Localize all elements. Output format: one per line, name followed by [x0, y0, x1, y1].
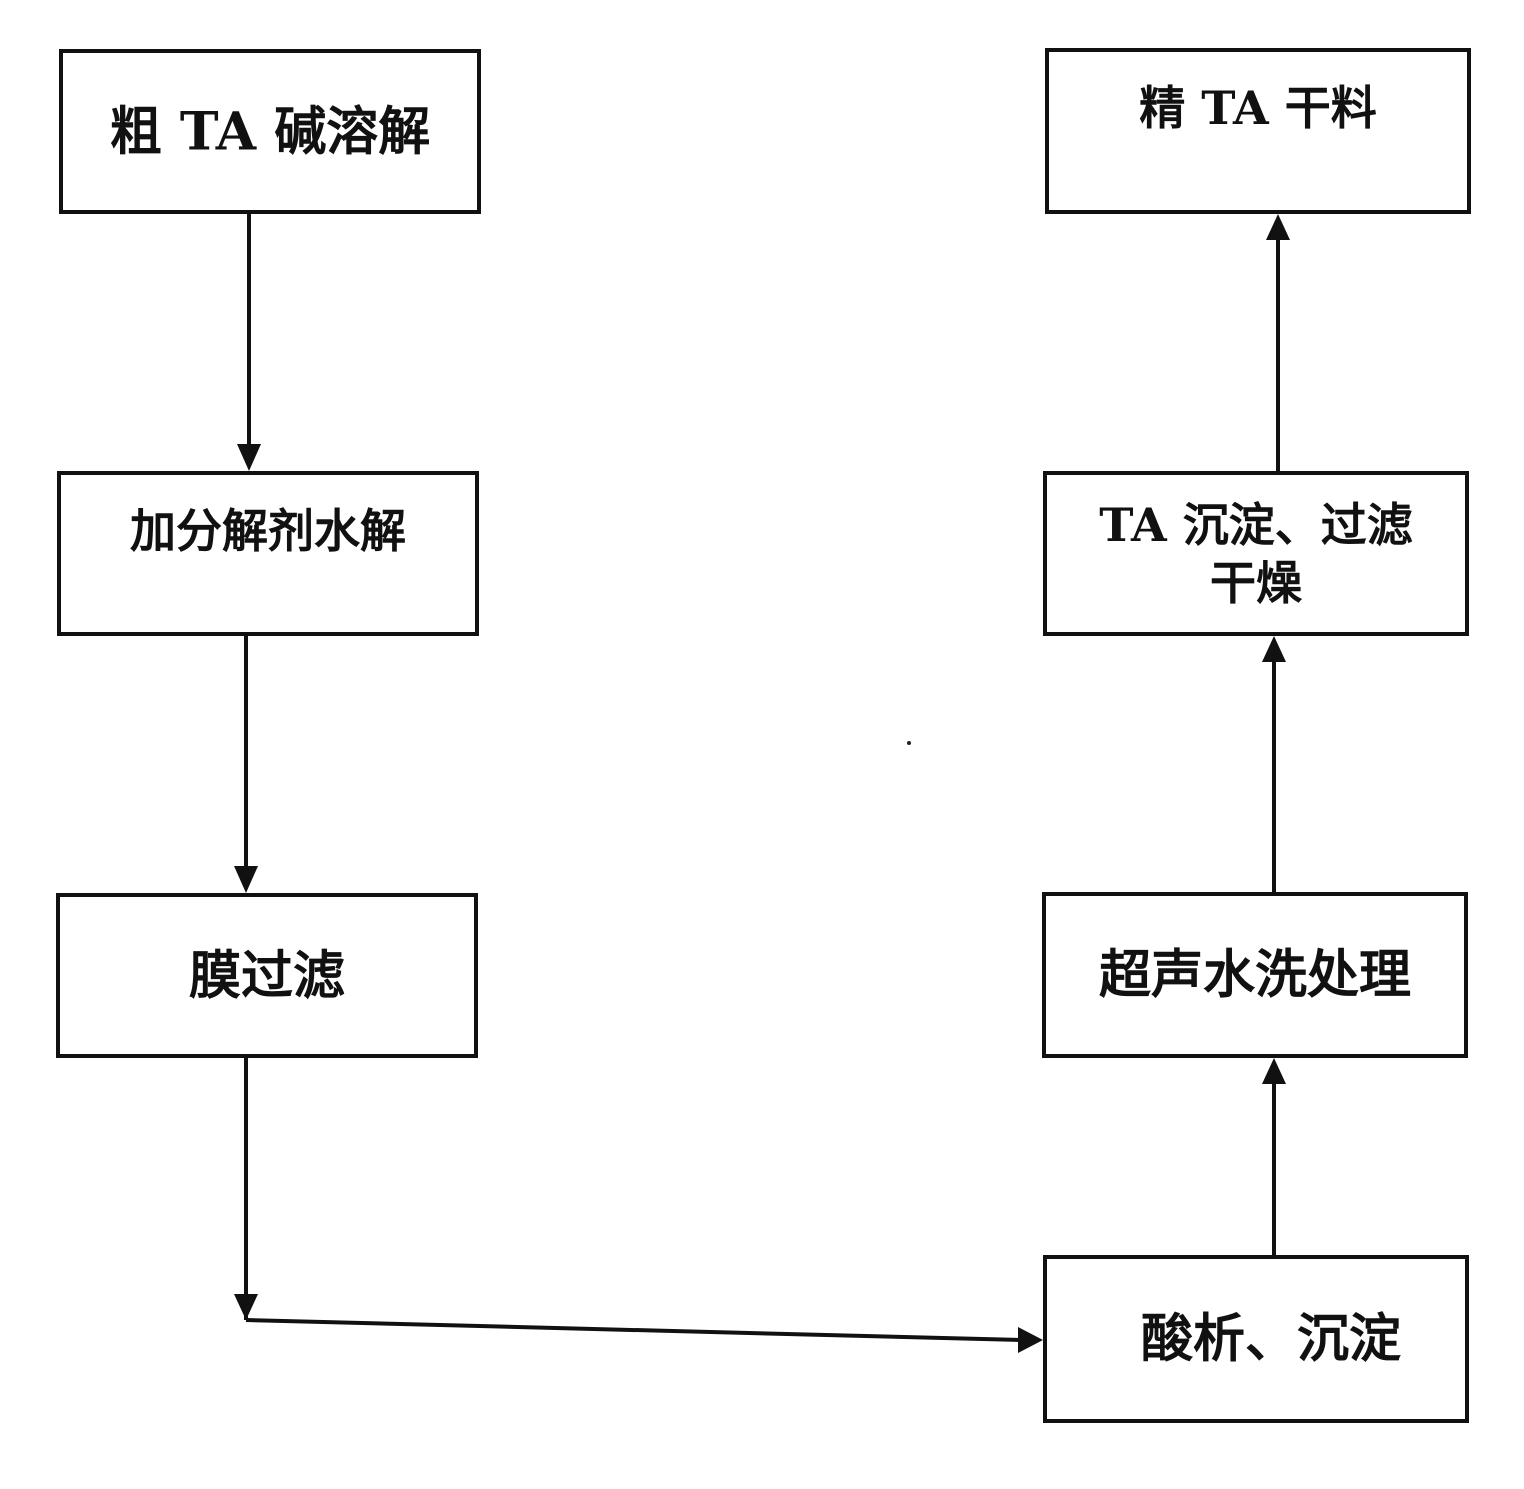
edge-n4-n5 [1262, 1058, 1286, 1255]
edge-n6-n7 [1266, 214, 1290, 471]
node-label: 酸析、沉淀 [1140, 1308, 1401, 1370]
edge-n3-n4 [234, 1058, 1043, 1353]
node-label: 超声水洗处理 [1098, 944, 1411, 1006]
edge-n5-n6 [1262, 636, 1286, 892]
edge-n2-n3 [234, 636, 258, 893]
node-label: 精 TA 干料 [1139, 81, 1377, 135]
node-label: TA 沉淀、过滤 干燥 [1099, 498, 1413, 610]
node-label: 加分解剂水解 [130, 504, 406, 558]
node-label: 粗 TA 碱溶解 [109, 101, 431, 162]
node-add-decomposer-hydrolysis: 加分解剂水解 [57, 471, 479, 636]
edge-n1-n2 [237, 214, 261, 471]
node-ultrasonic-water-wash: 超声水洗处理 [1042, 892, 1468, 1058]
node-acid-precipitation: 酸析、沉淀 [1043, 1255, 1469, 1423]
node-ta-precipitate-filter-dry: TA 沉淀、过滤 干燥 [1043, 471, 1469, 636]
stray-dot [907, 741, 911, 745]
node-crude-ta-alkali-dissolution: 粗 TA 碱溶解 [59, 49, 481, 214]
node-membrane-filtration: 膜过滤 [56, 893, 478, 1058]
node-label: 膜过滤 [188, 945, 345, 1006]
node-refined-ta-dry-material: 精 TA 干料 [1045, 48, 1471, 214]
